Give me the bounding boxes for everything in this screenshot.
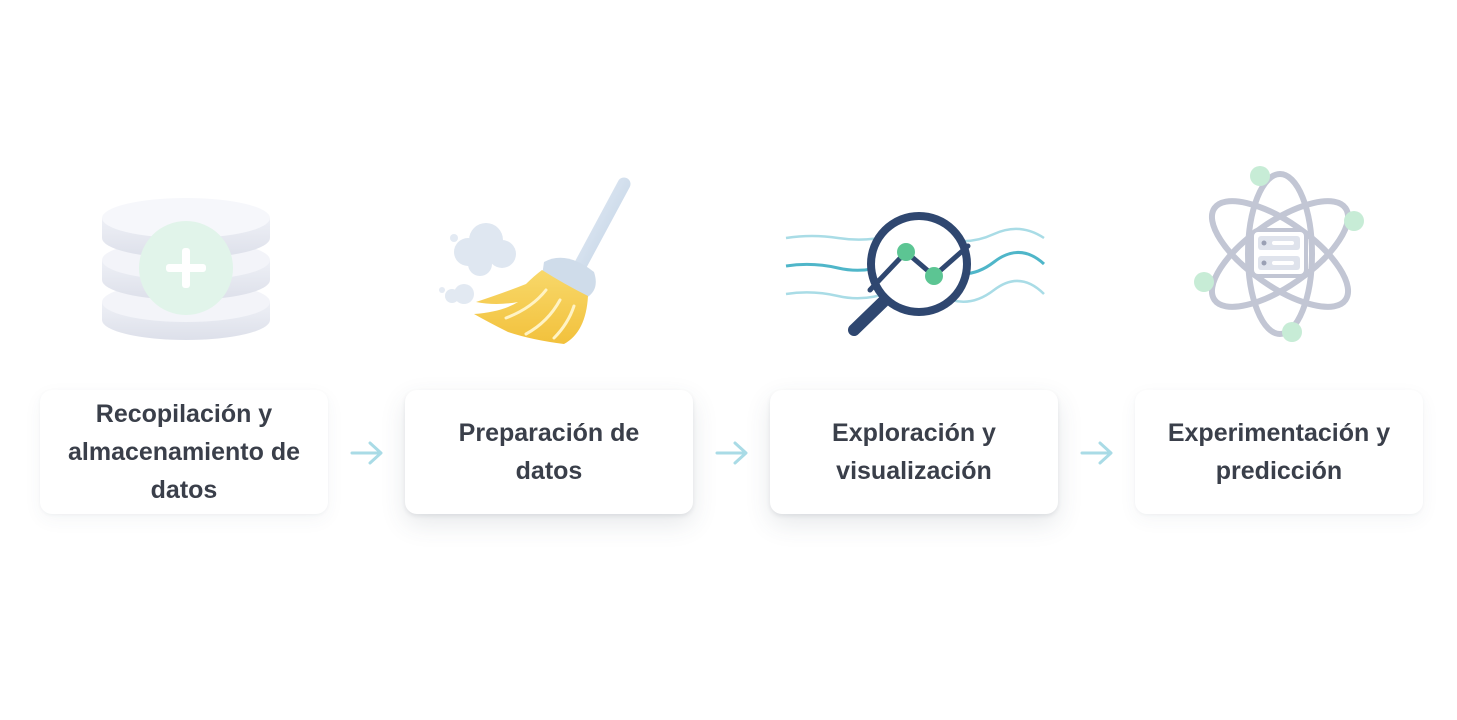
step-card-experimentation: Experimentación y predicción (1135, 390, 1423, 514)
step-label-preparation: Preparación de datos (458, 419, 640, 485)
arrow-right-icon (1080, 441, 1113, 465)
database-add-icon (102, 198, 270, 340)
step-label-exploration: Exploración y visualización (832, 419, 996, 485)
arrow-right-icon (350, 441, 383, 465)
step-label-experimentation: Experimentación y predicción (1167, 419, 1391, 485)
broom-icon (439, 177, 631, 344)
atom-server-icon (1194, 166, 1364, 342)
step-label-collection: Recopilación y almacenamiento de datos (67, 400, 301, 504)
step-card-collection: Recopilación y almacenamiento de datos (40, 390, 328, 514)
step-card-exploration: Exploración y visualización (770, 390, 1058, 514)
arrow-right-icon (715, 441, 748, 465)
magnifier-chart-icon (785, 212, 1046, 336)
step-card-preparation: Preparación de datos (405, 390, 693, 514)
